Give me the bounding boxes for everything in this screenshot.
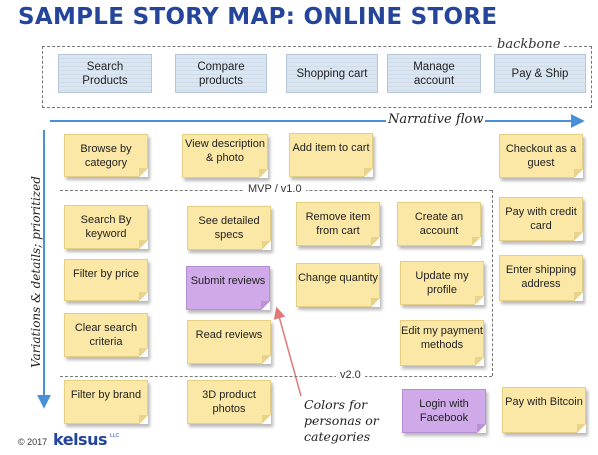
sticky-note[interactable]: Enter shipping address bbox=[499, 255, 583, 301]
sticky-note[interactable]: Search By keyword bbox=[64, 205, 148, 249]
variations-label: Variations & details; prioritized bbox=[29, 176, 43, 368]
copyright: © 2017 bbox=[18, 437, 48, 447]
v2-divider bbox=[60, 376, 492, 377]
sticky-note[interactable]: Checkout as a guest bbox=[499, 134, 583, 178]
sticky-note[interactable]: Create an account bbox=[397, 202, 481, 246]
logo-llc: LLC bbox=[110, 433, 120, 439]
colors-pointer-arrow bbox=[273, 306, 302, 397]
page-title: SAMPLE STORY MAP: ONLINE STORE bbox=[18, 4, 498, 30]
sticky-note[interactable]: Edit my payment methods bbox=[400, 320, 484, 366]
sticky-note[interactable]: 3D product photos bbox=[187, 380, 271, 424]
sticky-note[interactable]: Pay with credit card bbox=[499, 197, 583, 241]
colors-annotation: Colors for personas or categories bbox=[304, 397, 379, 444]
backbone-label: backbone bbox=[494, 37, 564, 52]
sticky-note[interactable]: Read reviews bbox=[187, 320, 271, 364]
sticky-note[interactable]: Filter by price bbox=[64, 259, 148, 301]
sticky-note[interactable]: View description & photo bbox=[182, 134, 268, 178]
v2-label: v2.0 bbox=[336, 369, 365, 381]
backbone-card-compare-products[interactable]: Compare products bbox=[175, 54, 267, 93]
sticky-note[interactable]: Browse by category bbox=[64, 134, 148, 177]
sticky-note-purple[interactable]: Submit reviews bbox=[186, 266, 270, 310]
backbone-card-search-products[interactable]: Search Products bbox=[58, 54, 152, 93]
mvp-divider-vertical bbox=[492, 190, 493, 376]
narrative-flow-label: Narrative flow bbox=[386, 112, 486, 127]
sticky-note[interactable]: Pay with Bitcoin bbox=[502, 387, 586, 433]
sticky-note[interactable]: See detailed specs bbox=[187, 206, 271, 250]
mvp-label: MVP / v1.0 bbox=[244, 183, 306, 195]
kelsus-logo: kelsus bbox=[53, 430, 107, 449]
sticky-note[interactable]: Clear search criteria bbox=[64, 313, 148, 357]
backbone-region bbox=[42, 46, 592, 108]
backbone-card-manage-account[interactable]: Manage account bbox=[387, 54, 481, 93]
backbone-card-shopping-cart[interactable]: Shopping cart bbox=[286, 54, 378, 93]
sticky-note-purple[interactable]: Login with Facebook bbox=[402, 389, 486, 433]
sticky-note[interactable]: Remove item from cart bbox=[296, 202, 380, 246]
backbone-card-pay-ship[interactable]: Pay & Ship bbox=[494, 54, 586, 93]
sticky-note[interactable]: Change quantity bbox=[296, 263, 380, 307]
sticky-note[interactable]: Filter by brand bbox=[64, 380, 148, 424]
sticky-note[interactable]: Update my profile bbox=[400, 261, 484, 305]
sticky-note[interactable]: Add item to cart bbox=[289, 133, 373, 177]
